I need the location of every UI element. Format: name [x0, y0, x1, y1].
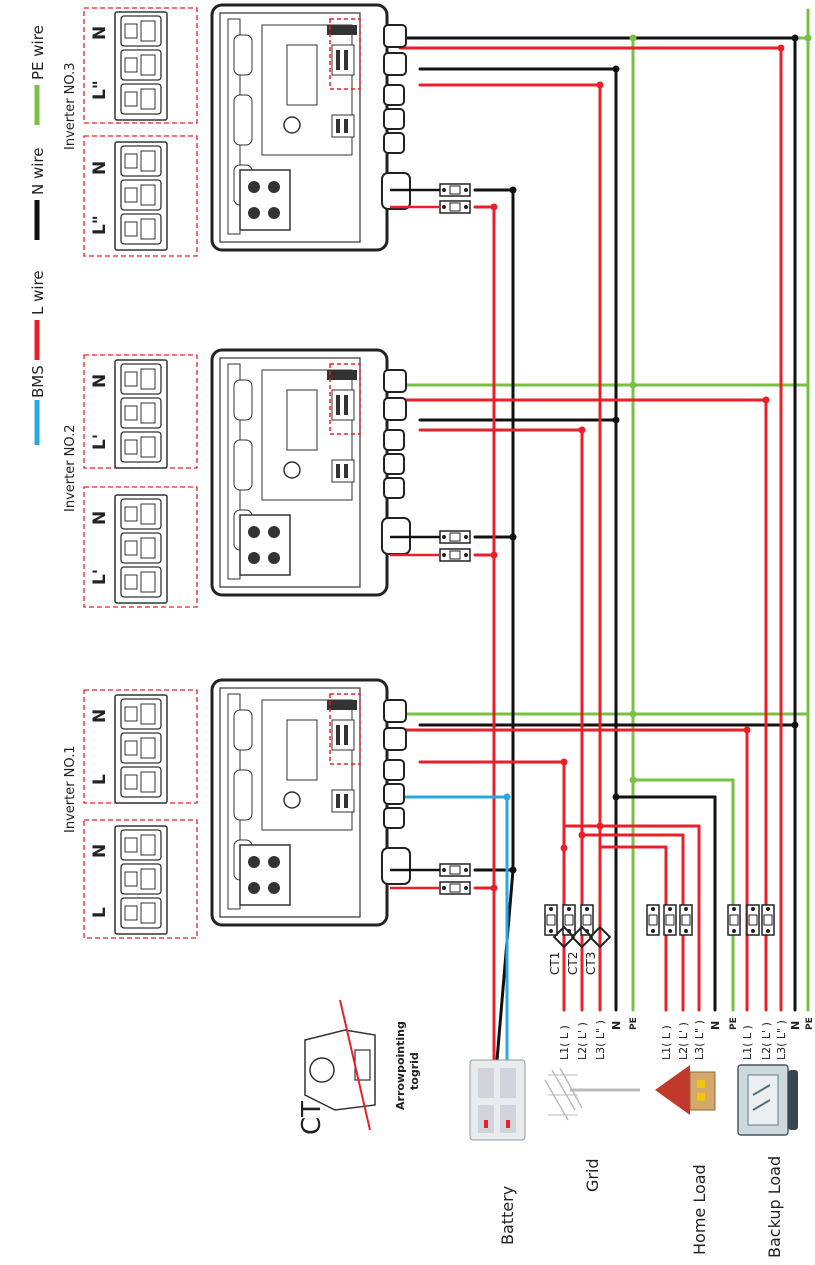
wiring — [318, 8, 810, 1062]
svg-text:L3( L" ): L3( L" ) — [594, 1020, 607, 1060]
backup-load-label: Backup Load — [765, 1156, 784, 1258]
svg-text:L3( L" ): L3( L" ) — [693, 1020, 706, 1060]
inverter-3-terminals-top: L" N — [83, 7, 198, 124]
battery-label: Battery — [498, 1186, 517, 1245]
inv2-top-l-label: L' — [90, 434, 110, 450]
ct-illustration — [304, 999, 376, 1131]
inverter-3-terminals-bottom: L" N — [83, 135, 198, 257]
inverter-2-label: Inverter NO.2 — [63, 424, 78, 512]
legend: BMS L wire N wire PE wire — [29, 25, 47, 445]
home-load-icon — [655, 1065, 716, 1115]
inverter-1-terminals-top: L N — [83, 689, 198, 804]
n-wire-legend-label: N wire — [29, 148, 47, 196]
inv2-bottom-n-label: N — [90, 511, 110, 525]
svg-text:PE: PE — [729, 1017, 739, 1030]
inv3-top-l-label: L" — [90, 80, 110, 100]
ct3-label: CT3 — [584, 952, 598, 975]
inverter-1-unit — [210, 678, 412, 927]
svg-text:L1( L ): L1( L ) — [558, 1025, 571, 1060]
backup-load-bus-labels: L1( L ) L2( L' ) L3( L" ) N PE — [741, 1017, 815, 1060]
inv1-top-n-label: N — [90, 709, 110, 723]
svg-text:L2( L' ): L2( L' ) — [760, 1022, 773, 1060]
battery-icon — [469, 1059, 526, 1141]
ct2-label: CT2 — [566, 952, 580, 975]
l-wire-legend-label: L wire — [29, 270, 47, 315]
inverter-2-terminals-top: L' N — [83, 354, 198, 469]
ct1-label: CT1 — [548, 952, 562, 975]
home-load-label: Home Load — [690, 1164, 709, 1255]
grid-bus-labels: L1( L ) L2( L' ) L3( L" ) N PE — [558, 1017, 639, 1060]
inv2-bottom-l-label: L' — [90, 569, 110, 585]
inverter-2-terminals-bottom: L' N — [83, 486, 198, 608]
inv3-bottom-n-label: N — [90, 161, 110, 175]
inv3-bottom-l-label: L" — [90, 215, 110, 235]
ct-title: CT — [297, 1101, 327, 1135]
svg-text:PE: PE — [629, 1017, 639, 1030]
grid-icon — [544, 1067, 640, 1121]
svg-text:N: N — [709, 1021, 722, 1030]
inv1-bottom-n-label: N — [90, 844, 110, 858]
svg-text:PE: PE — [805, 1017, 815, 1030]
grid-label: Grid — [583, 1158, 602, 1192]
inverter-1-label: Inverter NO.1 — [63, 745, 78, 833]
backup-load-icon — [737, 1064, 798, 1136]
battery-fuses — [390, 183, 471, 895]
svg-text:N: N — [610, 1021, 623, 1030]
junction-dots — [490, 34, 812, 892]
ct-note-line1: Arrowpointing — [394, 1021, 407, 1110]
pe-wire-legend-label: PE wire — [29, 25, 47, 80]
inverter-2-unit — [210, 348, 412, 597]
svg-text:L2( L' ): L2( L' ) — [576, 1022, 589, 1060]
inv1-bottom-l-label: L — [90, 907, 110, 918]
inv1-top-l-label: L — [90, 774, 110, 785]
inverter-3-label: Inverter NO.3 — [63, 62, 78, 150]
svg-text:N: N — [789, 1021, 802, 1030]
svg-text:L1( L ): L1( L ) — [660, 1025, 673, 1060]
svg-text:L1( L ): L1( L ) — [741, 1025, 754, 1060]
bms-legend-label: BMS — [29, 365, 47, 398]
svg-text:L3( L" ): L3( L" ) — [775, 1020, 788, 1060]
inverter-3-unit — [210, 3, 412, 252]
ct-note-line2: togrid — [408, 1052, 421, 1090]
home-load-bus-labels: L1( L ) L2( L' ) L3( L" ) N PE — [660, 1017, 739, 1060]
inv2-top-n-label: N — [90, 374, 110, 388]
svg-text:L2( L' ): L2( L' ) — [677, 1022, 690, 1060]
ct-clamps — [552, 925, 612, 949]
inverter-1-terminals-bottom: L N — [83, 819, 198, 939]
inv3-top-n-label: N — [90, 26, 110, 40]
